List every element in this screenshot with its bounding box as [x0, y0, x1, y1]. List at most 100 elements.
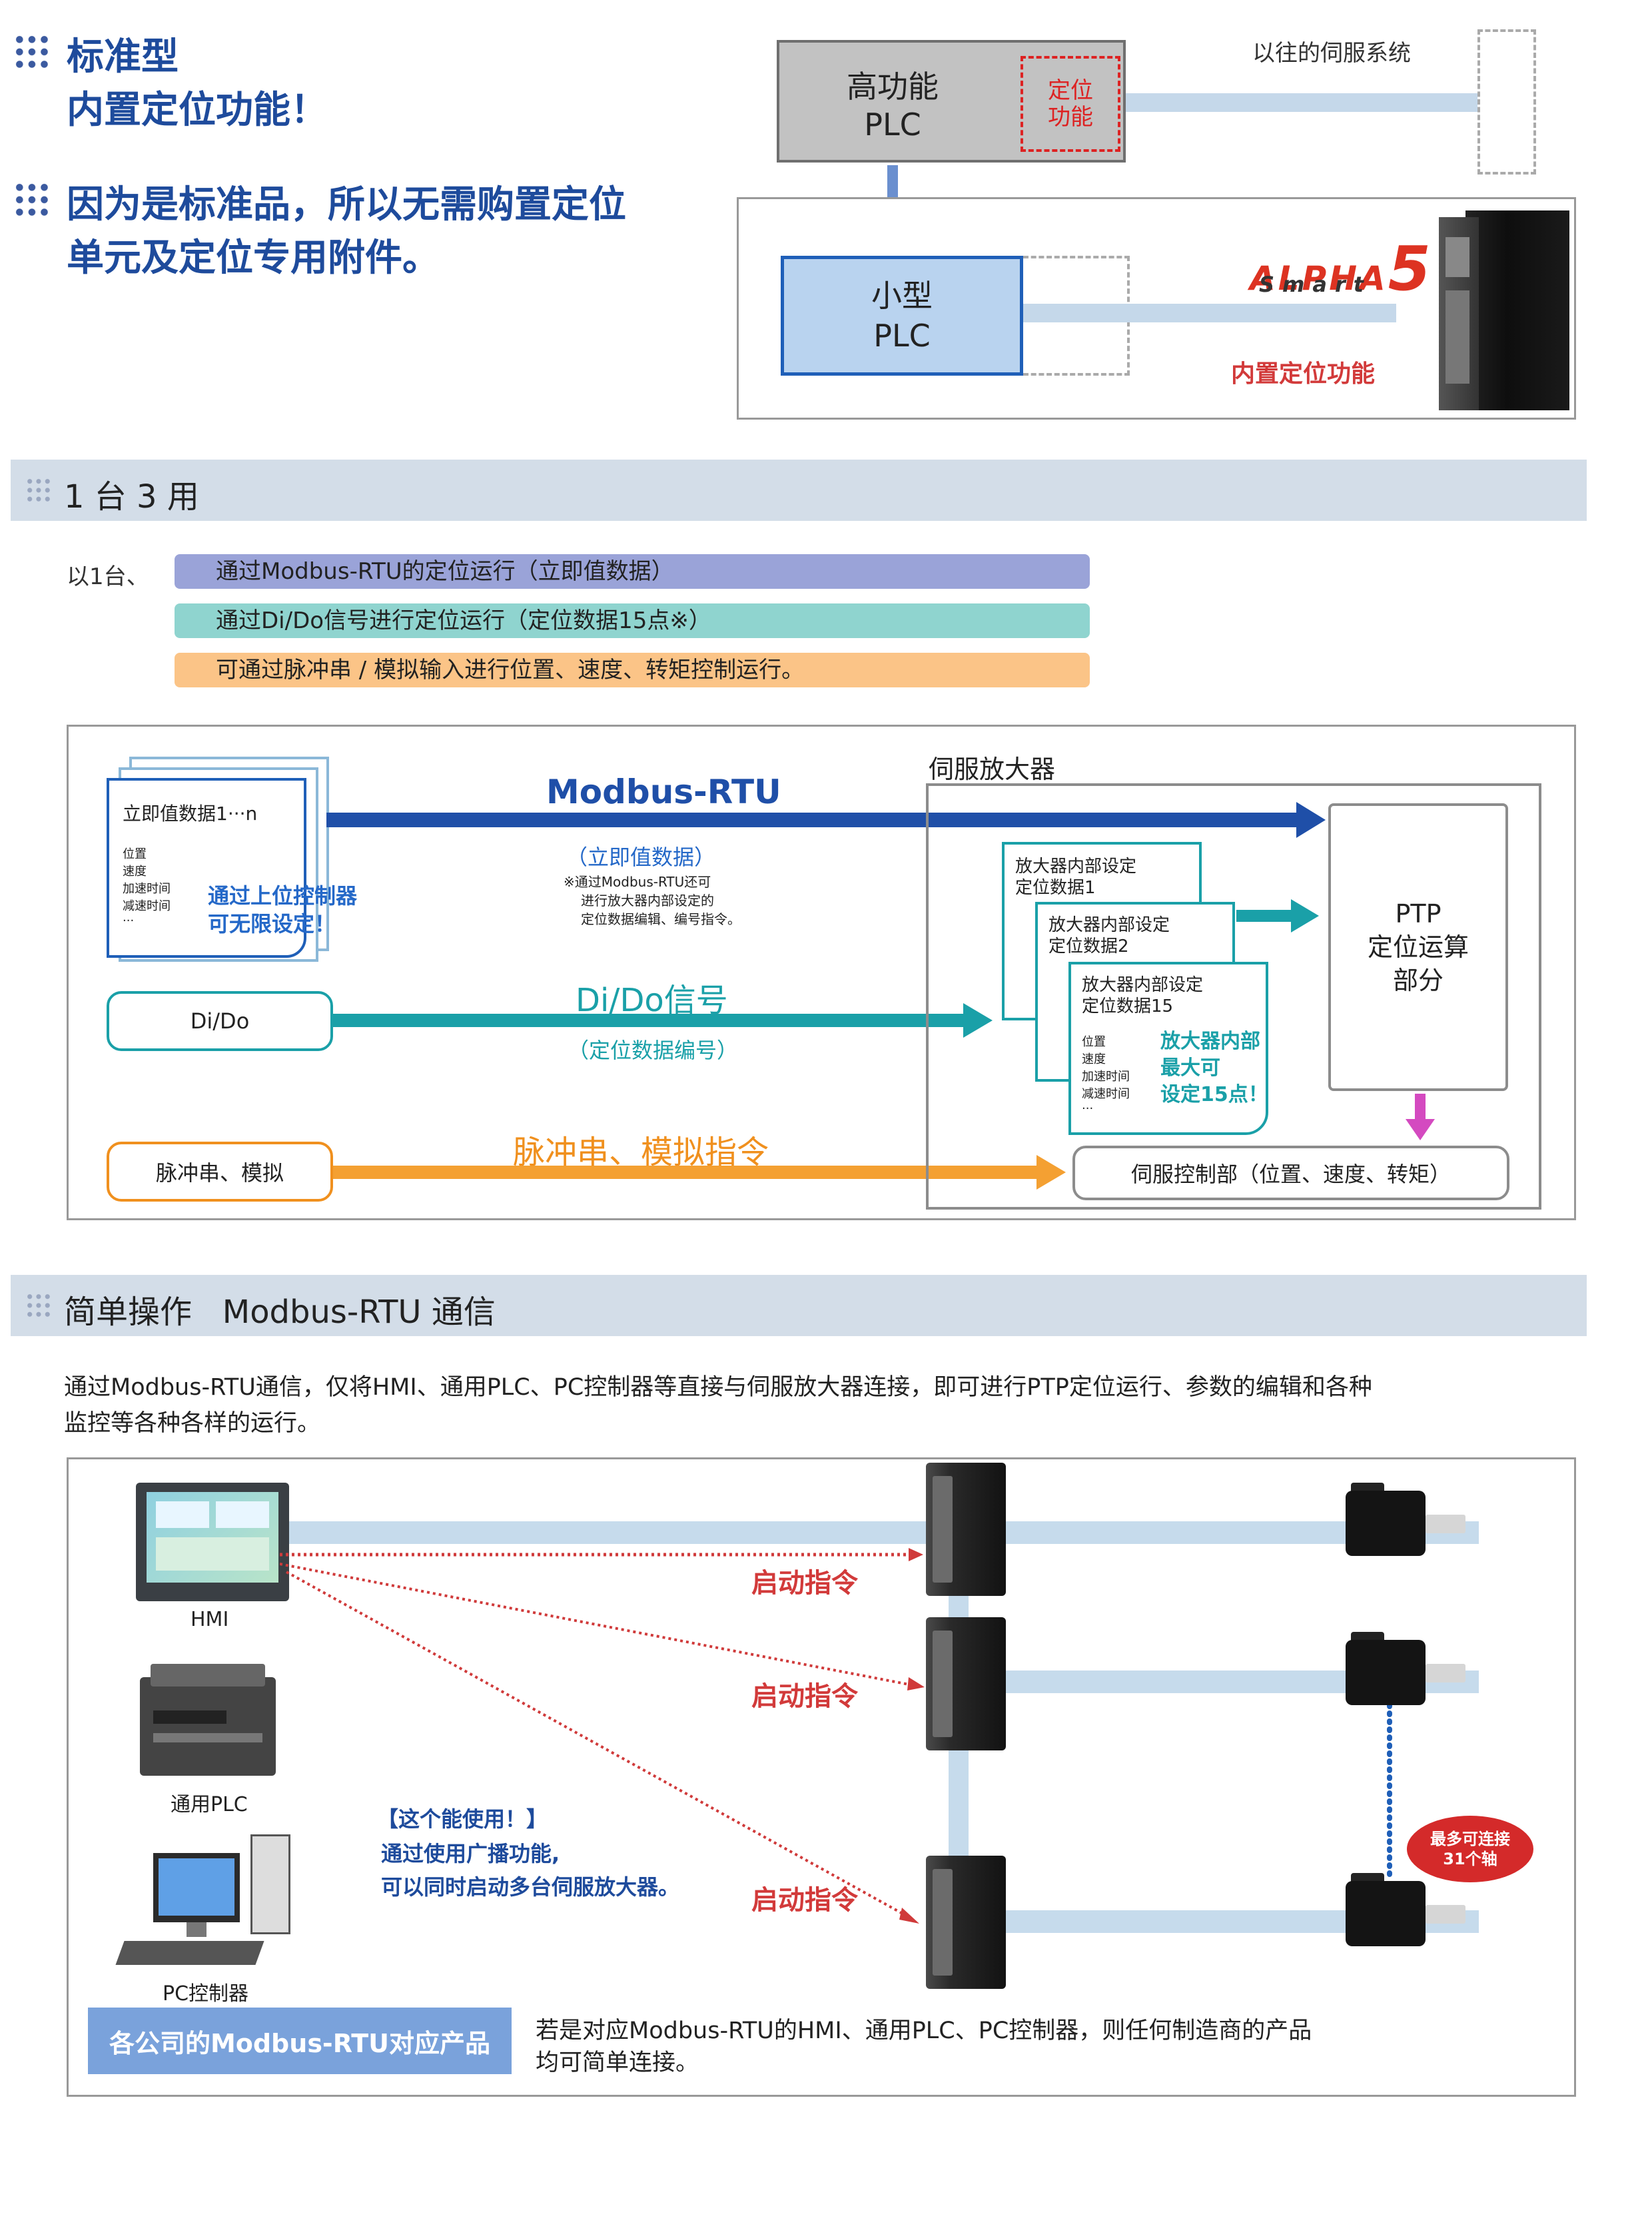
modbus-label: Modbus-RTU: [546, 773, 781, 811]
bullet-dots-icon: [13, 181, 51, 218]
small-plc-line2: PLC: [873, 318, 931, 354]
section1-lead: 以1台、: [67, 563, 149, 590]
start-command-label: 启动指令: [751, 1681, 858, 1712]
card2-line2: 定位数据2: [1048, 936, 1129, 956]
start-command-label: 启动指令: [751, 1885, 858, 1916]
servo-amplifier-icon: [926, 1617, 1006, 1750]
card-to-ptp-arrow: [1236, 899, 1319, 932]
pill-modbus-text: 通过Modbus-RTU的定位运行（立即值数据）: [216, 558, 674, 585]
card-note3: 设定15点！: [1160, 1083, 1268, 1106]
pc-image: [115, 1834, 293, 1968]
data-stack-item: ···: [123, 914, 135, 928]
alpha5-logo: ALPHA5: [1250, 233, 1431, 304]
servo-control-text: 伺服控制部（位置、速度、转矩）: [1130, 1162, 1451, 1187]
intro-line1: 标准型: [67, 35, 179, 79]
section2-desc1: 通过Modbus-RTU通信，仅将HMI、通用PLC、PC控制器等直接与伺服放大…: [64, 1374, 1372, 1401]
pulse-box: 脉冲串、模拟: [107, 1142, 333, 1202]
card-item: ···: [1082, 1102, 1094, 1116]
servo-motor-icon: [1346, 1632, 1465, 1705]
pill-modbus: 通过Modbus-RTU的定位运行（立即值数据）: [175, 554, 1090, 589]
pulse-arrow: [333, 1155, 1066, 1190]
legacy-servo-label: 以往的伺服系统: [1252, 40, 1411, 67]
card-item: 加速时间: [1082, 1070, 1130, 1084]
card1-line2: 定位数据1: [1015, 878, 1096, 898]
card-item: 位置: [1082, 1035, 1106, 1049]
dido-box-text: Di/Do: [190, 1008, 250, 1034]
pill-dido: 通过Di/Do信号进行定位运行（定位数据15点※）: [175, 603, 1090, 638]
tip-title: 【这个能使用！】: [377, 1806, 548, 1832]
max-axes-badge: 最多可连接 31个轴: [1407, 1816, 1533, 1882]
card-note2: 最大可: [1160, 1056, 1220, 1080]
plc-label: 通用PLC: [171, 1793, 248, 1816]
ptp-line2: 定位运算: [1367, 932, 1469, 962]
high-plc-line2: PLC: [864, 107, 921, 143]
max-badge-line1: 最多可连接: [1430, 1830, 1510, 1848]
hmi-image: [136, 1483, 289, 1601]
card-note1: 放大器内部: [1160, 1030, 1260, 1053]
section1-title: 1 台 3 用: [64, 478, 199, 516]
data-stack-item: 速度: [123, 865, 147, 879]
logo-alpha: ALPHA: [1250, 259, 1388, 298]
card15-line1: 放大器内部设定: [1082, 975, 1204, 995]
card-item: 速度: [1082, 1052, 1106, 1066]
section2-title: 简单操作 Modbus-RTU 通信: [64, 1294, 496, 1331]
section-dots-icon: [25, 477, 52, 504]
position-func-line1: 定位: [1048, 77, 1093, 104]
legacy-connection-line: [1126, 93, 1477, 112]
data-stack-item: 位置: [123, 847, 147, 861]
high-plc-line1: 高功能: [847, 69, 939, 105]
high-plc-box: 高功能 PLC 定位 功能: [777, 40, 1126, 163]
intro-line2: 内置定位功能！: [67, 89, 328, 132]
intro-line3: 因为是标准品，所以无需购置定位: [67, 183, 626, 226]
hmi-label: HMI: [191, 1608, 229, 1631]
small-plc-line1: 小型: [871, 278, 933, 314]
bus-line-1: [280, 1521, 1479, 1544]
footer-text2: 均可简单连接。: [536, 2050, 699, 2076]
pulse-box-text: 脉冲串、模拟: [155, 1160, 284, 1186]
pill-pulse-text: 可通过脉冲串 / 模拟输入进行位置、速度、转矩控制运行。: [216, 657, 805, 683]
small-plc-box: 小型 PLC: [781, 256, 1023, 376]
plc-image: [140, 1664, 276, 1776]
intro-line4: 单元及定位专用附件。: [67, 236, 440, 280]
section-header-band: [11, 1275, 1587, 1336]
dido-arrow: [333, 1003, 993, 1038]
modbus-sub: （立即值数据）: [566, 845, 716, 870]
section-header-band: [11, 460, 1587, 521]
servo-motor-icon: [1346, 1873, 1465, 1946]
ptp-down-arrow: [1406, 1094, 1435, 1140]
position-func-line2: 功能: [1048, 104, 1093, 131]
data-card-15: 放大器内部设定 定位数据15 位置 速度 加速时间 减速时间 ··· 放大器内部…: [1068, 962, 1268, 1135]
modbus-arrow: [326, 802, 1326, 838]
dido-sub: （定位数据编号）: [568, 1038, 739, 1063]
builtin-position-label: 内置定位功能: [1231, 360, 1376, 388]
ptp-line1: PTP: [1395, 899, 1442, 929]
dido-box: Di/Do: [107, 991, 333, 1051]
data-stack-note1: 通过上位控制器: [208, 883, 358, 909]
command-lines: [280, 1548, 925, 1924]
pill-pulse: 可通过脉冲串 / 模拟输入进行位置、速度、转矩控制运行。: [175, 653, 1090, 687]
modbus-note1: ※通过Modbus-RTU还可: [564, 874, 711, 890]
card2-line1: 放大器内部设定: [1048, 915, 1170, 935]
section2-desc2: 监控等各种各样的运行。: [64, 1410, 321, 1437]
new-connection-line: [1023, 304, 1396, 322]
amp-title: 伺服放大器: [929, 755, 1056, 784]
data-stack-item: 减速时间: [123, 899, 171, 913]
section-dots-icon: [25, 1292, 52, 1319]
ptp-line3: 部分: [1392, 966, 1444, 995]
card1-line1: 放大器内部设定: [1015, 857, 1137, 877]
tip-line1: 通过使用广播功能,: [381, 1841, 560, 1866]
servo-amplifier-image: [1439, 210, 1569, 410]
ptp-box: PTP 定位运算 部分: [1328, 803, 1508, 1091]
data-stack-item: 加速时间: [123, 882, 171, 896]
amp-frame: [926, 783, 1541, 1210]
dido-label: Di/Do信号: [576, 982, 728, 1019]
servo-motor-icon: [1346, 1483, 1465, 1556]
servo-amplifier-icon: [926, 1463, 1006, 1596]
servo-amplifier-icon: [926, 1856, 1006, 1989]
servo-control-box: 伺服控制部（位置、速度、转矩）: [1072, 1146, 1509, 1200]
logo-number: 5: [1388, 233, 1431, 304]
start-command-label: 启动指令: [751, 1568, 858, 1599]
pill-dido-text: 通过Di/Do信号进行定位运行（定位数据15点※）: [216, 607, 711, 634]
tip-line2: 可以同时启动多台伺服放大器。: [381, 1874, 680, 1900]
footer-text1: 若是对应Modbus-RTU的HMI、通用PLC、PC控制器，则任何制造商的产品: [536, 2018, 1312, 2044]
